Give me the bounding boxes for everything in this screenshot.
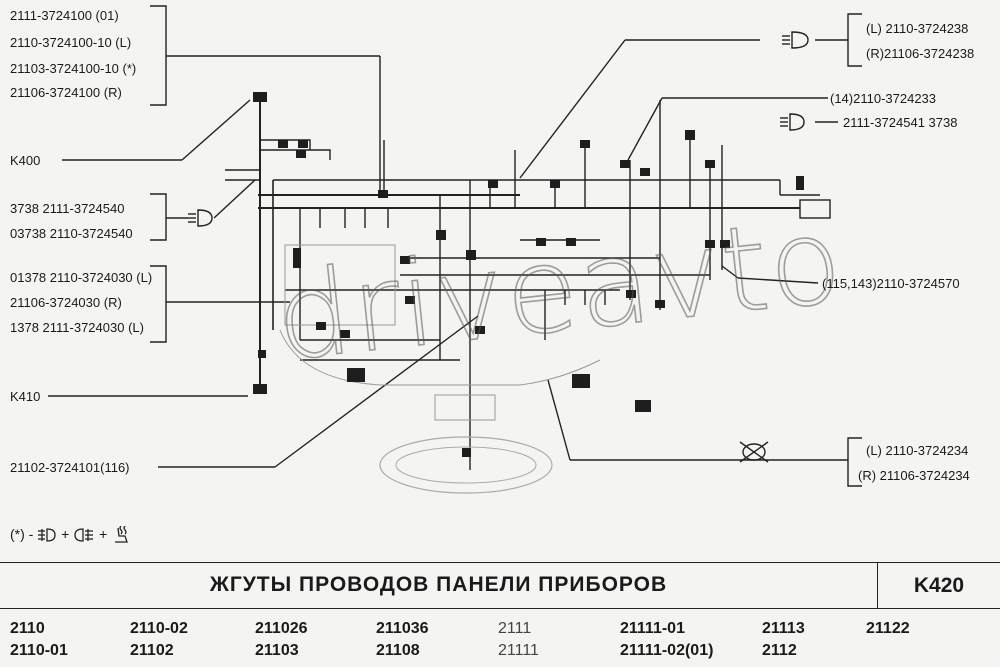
callout-top-right-1: (L) 2110-3724238 (866, 21, 969, 36)
title-banner: ЖГУТЫ ПРОВОДОВ ПАНЕЛИ ПРИБОРОВ K420 (0, 562, 1000, 609)
model-code: 21108 (376, 642, 420, 659)
diagram-title: ЖГУТЫ ПРОВОДОВ ПАНЕЛИ ПРИБОРОВ (209, 573, 668, 596)
callout-low-left-1: 01378 2110-3724030 (L) (10, 270, 153, 285)
model-code: 2112 (762, 642, 797, 659)
option-note-prefix: (*) - (10, 526, 34, 542)
callout-low-left-2: 21106-3724030 (R) (10, 295, 122, 310)
model-code: 2110-02 (130, 620, 188, 637)
model-code: 21111-02(01) (620, 642, 714, 659)
callout-top-left-4: 21106-3724100 (R) (10, 85, 122, 100)
model-code: 21113 (762, 620, 805, 637)
model-code: 2111 (498, 620, 532, 637)
label-k400: K400 (10, 153, 41, 168)
callout-right-3: (115,143)2110-3724570 (822, 276, 960, 291)
callout-low-left-3: 1378 2111-3724030 (L) (10, 320, 144, 335)
callout-top-right-2: (R)21106-3724238 (866, 46, 975, 61)
option-note-plus-2: + (99, 526, 108, 542)
model-code: 21111 (498, 642, 539, 659)
model-code: 211026 (255, 620, 308, 637)
option-note-plus-1: + (61, 526, 70, 542)
model-code: 21111-01 (620, 620, 685, 637)
model-code: 21122 (866, 620, 910, 637)
callout-top-left-3: 21103-3724100-10 (*) (10, 61, 137, 76)
model-code: 21102 (130, 642, 174, 659)
callout-mid-left-2: 03738 2110-3724540 (10, 226, 133, 241)
wiring-diagram (48, 5, 862, 494)
model-code: 2110-01 (10, 642, 68, 659)
model-code: 21103 (255, 642, 299, 659)
callout-bottom-left: 21102-3724101(116) (10, 460, 130, 475)
label-k410: K410 (10, 389, 41, 404)
diagram-code: K420 (877, 563, 1000, 608)
callout-right-1: (14)2110-3724233 (830, 91, 937, 106)
option-note: (*) - + + (10, 525, 131, 544)
model-code: 2110 (10, 620, 45, 637)
callout-bottom-right-1: (L) 2110-3724234 (866, 443, 969, 458)
callout-top-left-1: 2111-3724100 (01) (10, 8, 119, 23)
callout-top-left-2: 2110-3724100-10 (L) (10, 35, 132, 50)
rear-fog-icon (74, 528, 94, 542)
fog-light-icon (38, 528, 56, 542)
model-code: 211036 (376, 620, 429, 637)
callout-mid-left-1: 3738 2111-3724540 (10, 201, 125, 216)
callout-right-2: 2111-3724541 3738 (843, 115, 958, 130)
seat-heater-icon (115, 525, 129, 543)
callout-bottom-right-2: (R) 21106-3724234 (858, 468, 970, 483)
